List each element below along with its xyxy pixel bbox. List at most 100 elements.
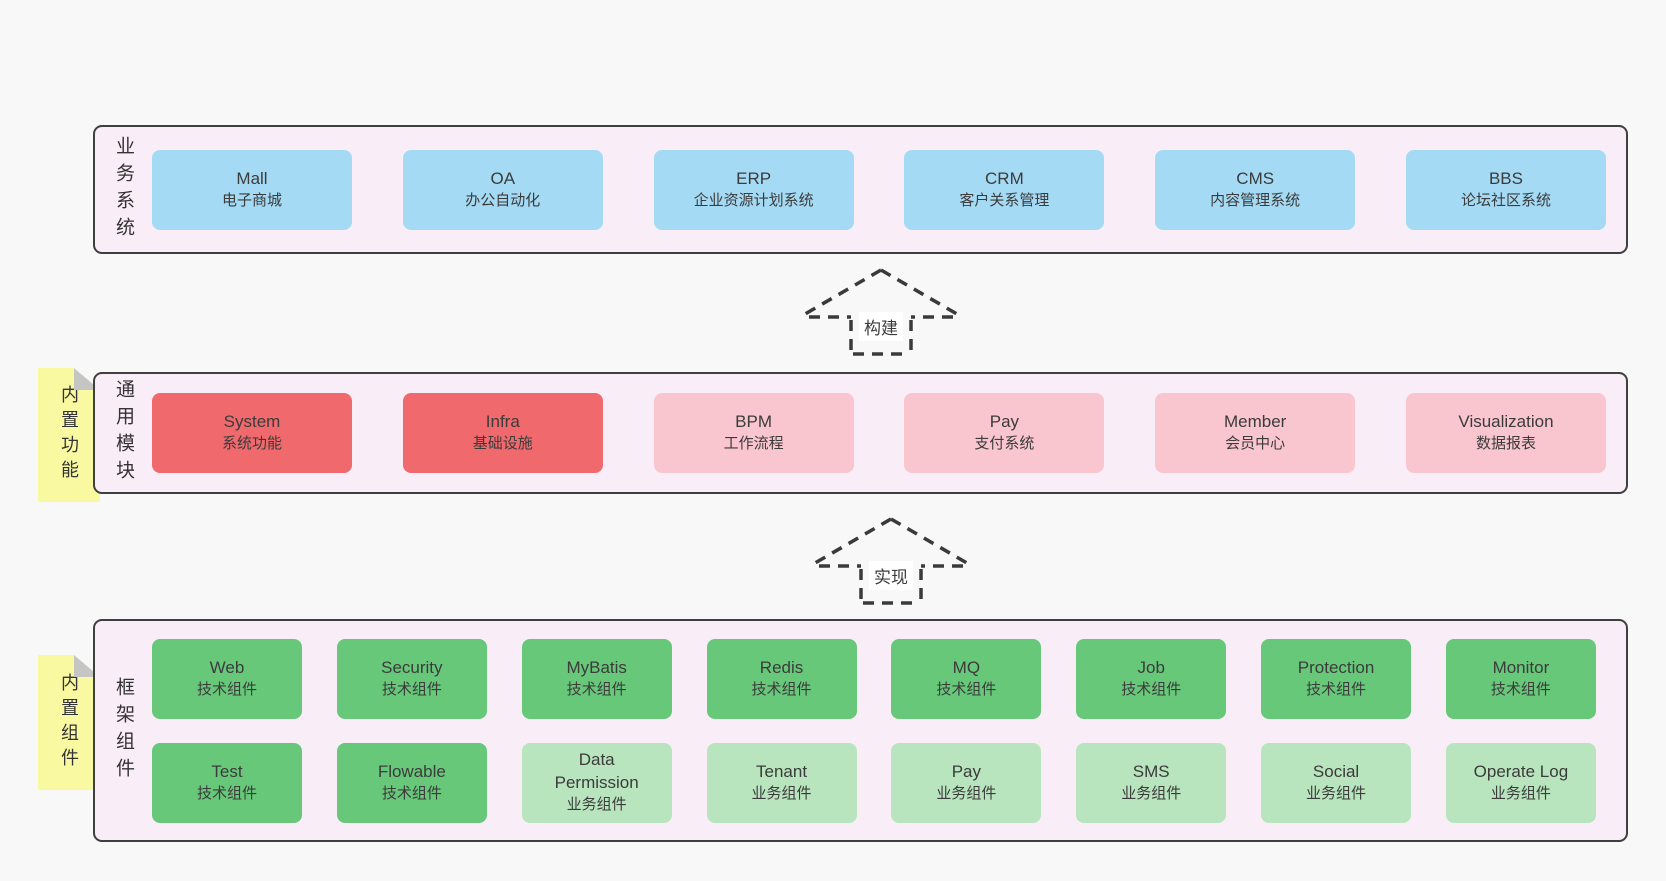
common-modules-box-row: System 系统功能 Infra 基础设施 BPM 工作流程 Pay 支付系统 Member 会… (152, 374, 1626, 492)
box-title: Job (1137, 657, 1165, 677)
implement-arrow: 实现 (805, 513, 977, 605)
box-visualization: Visualization 数据报表 (1405, 393, 1606, 473)
box-subtitle: 论坛社区系统 (1460, 191, 1551, 209)
dashed-up-arrow-icon (804, 268, 958, 356)
box-title: Data Permission (554, 750, 639, 793)
box-title: CRM (985, 168, 1024, 188)
box-title: Operate Log (1473, 761, 1569, 781)
box-subtitle: 业务组件 (1306, 784, 1367, 802)
box-title: Test (211, 761, 243, 781)
box-subtitle: 工作流程 (723, 435, 784, 453)
box-subtitle: 电子商城 (221, 191, 282, 209)
dashed-up-arrow-icon (814, 517, 968, 605)
box-title: System (223, 412, 281, 432)
box-subtitle: 业务组件 (1490, 784, 1551, 802)
box-title: ERP (736, 168, 772, 188)
band-business-systems-label: 业务系统 (113, 135, 134, 244)
box-title: Protection (1297, 657, 1375, 677)
box-title: MQ (952, 657, 981, 677)
build-arrow-label: 构建 (859, 312, 903, 341)
band-label-area: 业务系统 (95, 127, 152, 252)
box-subtitle: 支付系统 (974, 435, 1035, 453)
box-subtitle: 办公自动化 (465, 191, 541, 209)
box-tenant: Tenant 业务组件 (706, 742, 857, 823)
box-subtitle: 业务组件 (751, 784, 812, 802)
box-member: Member 会员中心 (1155, 393, 1356, 473)
box-operate-log: Operate Log 业务组件 (1445, 742, 1596, 823)
box-title: CMS (1236, 168, 1275, 188)
box-erp: ERP 企业资源计划系统 (653, 149, 854, 230)
box-title: Monitor (1492, 657, 1550, 677)
box-title: Mall (236, 168, 268, 188)
box-title: Social (1312, 761, 1360, 781)
box-test: Test 技术组件 (152, 742, 302, 823)
box-title: MyBatis (566, 657, 627, 677)
box-subtitle: 技术组件 (381, 680, 442, 698)
box-flowable: Flowable 技术组件 (336, 742, 487, 823)
box-security: Security 技术组件 (336, 638, 487, 719)
band-framework-components-label: 框架组件 (113, 676, 134, 785)
box-bbs: BBS 论坛社区系统 (1405, 149, 1606, 230)
box-sms: SMS 业务组件 (1076, 742, 1227, 823)
box-mq: MQ 技术组件 (891, 638, 1042, 719)
box-title: Web (209, 657, 245, 677)
box-subtitle: 会员中心 (1225, 435, 1286, 453)
box-redis: Redis 技术组件 (706, 638, 857, 719)
band-label-area: 通用模块 (95, 374, 152, 492)
build-arrow: 构建 (795, 264, 967, 356)
box-title: Tenant (756, 761, 808, 781)
box-subtitle: 技术组件 (566, 680, 627, 698)
sticky-note-built-in-components: 内置组件 (38, 655, 100, 790)
box-subtitle: 技术组件 (751, 680, 812, 698)
box-monitor: Monitor 技术组件 (1445, 638, 1596, 719)
box-subtitle: 系统功能 (221, 435, 282, 453)
box-title: SMS (1132, 761, 1170, 781)
band-common-modules-label: 通用模块 (113, 379, 134, 487)
box-subtitle: 技术组件 (1490, 680, 1551, 698)
box-subtitle: 技术组件 (381, 784, 442, 802)
box-subtitle: 内容管理系统 (1210, 191, 1301, 209)
box-protection: Protection 技术组件 (1261, 638, 1412, 719)
box-title: Flowable (377, 761, 446, 781)
box-job: Job 技术组件 (1076, 638, 1227, 719)
box-title: Security (381, 657, 443, 677)
box-subtitle: 技术组件 (936, 680, 997, 698)
box-subtitle: 基础设施 (472, 435, 533, 453)
box-system: System 系统功能 (152, 393, 352, 473)
box-subtitle: 技术组件 (1121, 680, 1182, 698)
box-subtitle: 企业资源计划系统 (693, 191, 814, 209)
box-title: OA (490, 168, 516, 188)
box-title: Member (1224, 412, 1287, 432)
box-subtitle: 技术组件 (1306, 680, 1367, 698)
box-title: BPM (735, 412, 773, 432)
box-bpm: BPM 工作流程 (653, 393, 854, 473)
box-title: Pay (989, 412, 1020, 432)
band-common-modules: 通用模块 System 系统功能 Infra 基础设施 BPM 工作流程 Pay 支付系统 Me… (93, 372, 1628, 494)
sticky-label: 内置组件 (59, 672, 79, 773)
box-mall: Mall 电子商城 (152, 149, 352, 230)
box-subtitle: 业务组件 (566, 796, 627, 814)
box-title: BBS (1488, 168, 1523, 188)
box-pay: Pay 支付系统 (904, 393, 1105, 473)
box-subtitle: 技术组件 (196, 784, 257, 802)
box-subtitle: 数据报表 (1475, 435, 1536, 453)
box-title: Visualization (1458, 412, 1554, 432)
box-cms: CMS 内容管理系统 (1155, 149, 1356, 230)
box-infra: Infra 基础设施 (402, 393, 603, 473)
box-mybatis: MyBatis 技术组件 (521, 638, 672, 719)
box-title: Pay (951, 761, 982, 781)
box-subtitle: 业务组件 (1121, 784, 1182, 802)
box-title: Redis (759, 657, 804, 677)
implement-arrow-label: 实现 (869, 561, 913, 590)
box-title: Infra (485, 412, 520, 432)
box-social: Social 业务组件 (1261, 742, 1412, 823)
